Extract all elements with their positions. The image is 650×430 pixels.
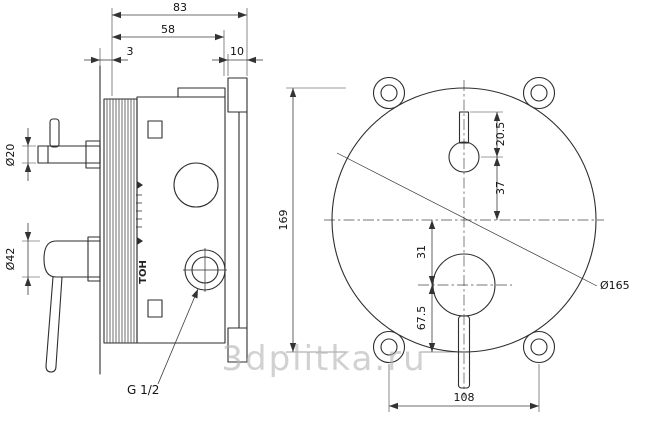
- dim-20-5: 20.5: [494, 122, 507, 147]
- mounting-lugs: [372, 76, 556, 364]
- body-marking-text: ТОН: [138, 260, 149, 284]
- dim-lower-handle-diameter: Ø42: [4, 223, 40, 295]
- dim-3: 3: [127, 45, 134, 58]
- dim-10: 10: [230, 45, 244, 58]
- escutcheon-plate: [227, 77, 248, 363]
- dim-lower-offsets: 31 67.5: [415, 220, 458, 353]
- ribbed-section: [103, 98, 138, 344]
- front-view: Ø165 169 20.5 37 31 67.5 108: [277, 76, 630, 412]
- upper-handle: [37, 118, 101, 169]
- outlet-port: [183, 248, 227, 292]
- dim-37: 37: [494, 181, 507, 195]
- dim-58: 58: [161, 23, 175, 36]
- dim-d165: Ø165: [600, 279, 630, 292]
- valve-body: ТОН: [136, 87, 227, 344]
- dim-67-5: 67.5: [415, 306, 428, 331]
- dim-31: 31: [415, 245, 428, 259]
- upper-cartridge-circle: [173, 162, 219, 208]
- dim-upper-handle-diameter: Ø20: [4, 128, 36, 181]
- handle-lever: [45, 276, 63, 373]
- thread-callout: G 1/2: [127, 288, 199, 397]
- watermark-text: 3dplitka.ru: [221, 339, 426, 379]
- escutcheon-circle: [331, 87, 597, 353]
- side-view-dimensions-top: 83 58 3 10: [84, 1, 263, 96]
- dim-upper-offsets: 20.5 37: [470, 111, 507, 220]
- index-triangle-bottom: [137, 237, 143, 245]
- scale-ticks: [136, 194, 142, 228]
- lower-handle: [43, 236, 101, 373]
- dim-169: 169: [277, 210, 290, 231]
- dim-d42: Ø42: [4, 248, 17, 271]
- dim-overall-height: 169: [277, 87, 346, 353]
- dim-108: 108: [454, 391, 475, 404]
- dim-lug-span: 108: [388, 364, 540, 412]
- upper-hub: [448, 111, 480, 173]
- thread-label: G 1/2: [127, 383, 159, 397]
- dim-d20: Ø20: [4, 144, 17, 167]
- diameter-callout: Ø165: [336, 152, 630, 292]
- index-triangle-top: [137, 181, 143, 189]
- dim-83: 83: [173, 1, 187, 14]
- side-view: ТОН 83 58: [4, 1, 263, 397]
